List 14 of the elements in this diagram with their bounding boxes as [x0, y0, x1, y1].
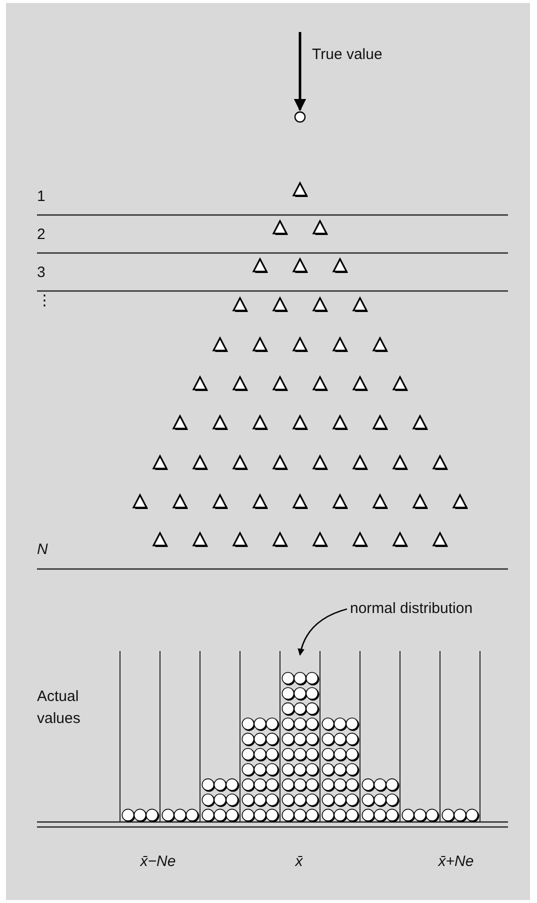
- distribution-label: normal distribution: [350, 600, 473, 618]
- row-number: N: [37, 541, 48, 559]
- row-number: 2: [37, 226, 46, 244]
- math-label: x̄+Ne: [436, 853, 475, 871]
- math-label: x̄: [294, 853, 304, 871]
- ellipsis-mark: ⋮: [37, 292, 52, 310]
- ball-circle: [294, 111, 306, 123]
- row-number: 1: [37, 188, 46, 206]
- leader-arrow: [298, 608, 348, 656]
- axis-label: Actual values: [37, 687, 82, 729]
- value-label: True value: [312, 46, 382, 64]
- math-label: x̄−Ne: [138, 853, 177, 871]
- arrow: [294, 32, 306, 112]
- row-number: 3: [37, 264, 46, 282]
